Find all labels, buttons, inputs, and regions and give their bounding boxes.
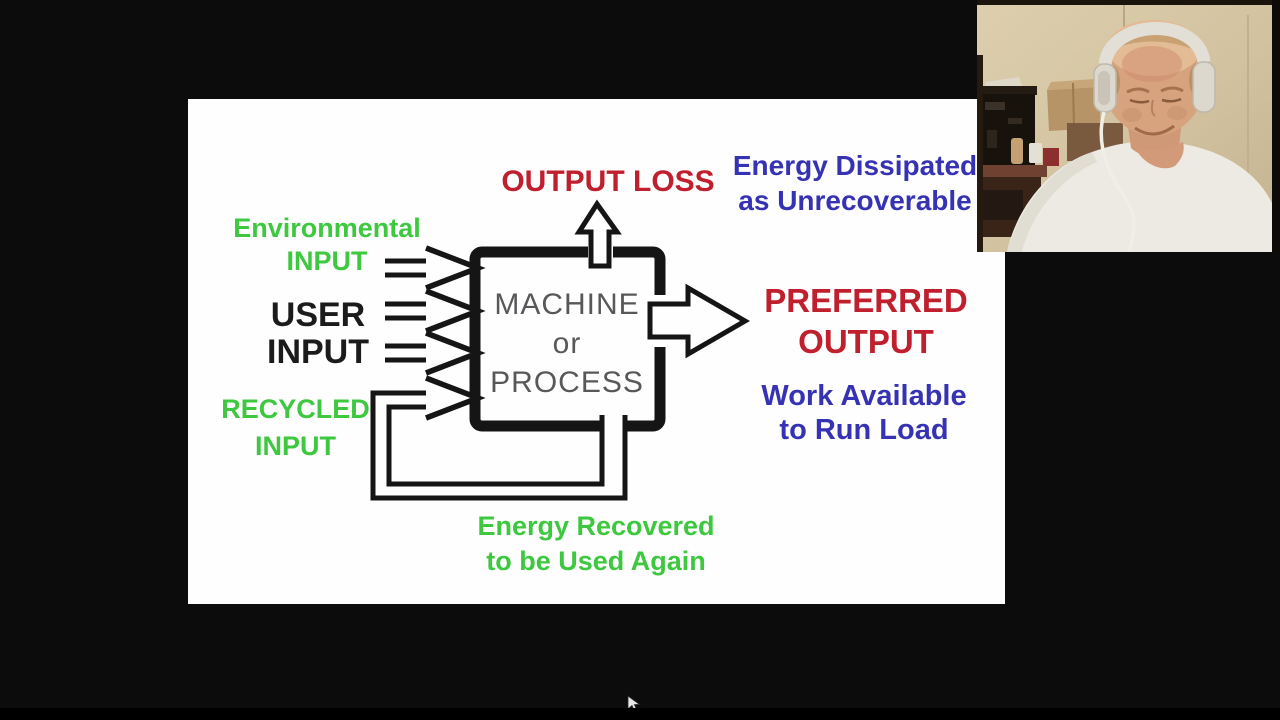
- output-loss-arrow: [574, 199, 622, 269]
- label-preferred-output: PREFERRED OUTPUT: [741, 280, 991, 362]
- work-line1: Work Available: [761, 380, 967, 412]
- webcam-scene: [977, 0, 1280, 252]
- input-arrows: [385, 245, 486, 421]
- machine-line1: MACHINE: [494, 288, 640, 321]
- label-user-input: USER INPUT: [233, 297, 403, 371]
- headphone-band: [1098, 22, 1211, 66]
- recycled-line2: INPUT: [255, 431, 336, 461]
- user-line1: USER: [270, 296, 366, 334]
- user-line2: INPUT: [267, 333, 369, 371]
- label-recycled-input: RECYCLED INPUT: [203, 391, 388, 465]
- smile: [1134, 124, 1175, 136]
- webcam-top-edge: [977, 0, 1280, 5]
- recycle-loop: [370, 390, 628, 501]
- label-machine-process: MACHINE or PROCESS: [487, 285, 647, 402]
- machine-line2: or: [552, 327, 582, 360]
- preferred-output-arrow: [647, 283, 750, 359]
- slide-canvas: [188, 99, 1005, 604]
- recovered-line2: to be Used Again: [486, 546, 706, 576]
- label-work-available: Work Available to Run Load: [739, 379, 989, 447]
- label-energy-recovered: Energy Recovered to be Used Again: [451, 509, 741, 579]
- recycled-input-arrow: [425, 375, 486, 421]
- room-shelf-clutter: [977, 55, 1123, 252]
- environmental-input-arrow: [385, 245, 486, 291]
- machine-line3: PROCESS: [490, 366, 644, 399]
- user-input-arrow-2: [385, 330, 486, 376]
- preferred-line2: OUTPUT: [798, 323, 934, 360]
- webcam-overlay: [977, 0, 1280, 252]
- eyes-downcast: [1129, 98, 1150, 104]
- output-loss-text: OUTPUT LOSS: [501, 165, 715, 198]
- energy-flow-diagram: [370, 199, 750, 501]
- label-environmental-input: Environmental INPUT: [222, 212, 432, 278]
- label-output-loss: OUTPUT LOSS: [468, 165, 748, 199]
- work-line2: to Run Load: [779, 414, 949, 446]
- env-line2: INPUT: [286, 246, 368, 276]
- label-energy-dissipated: Energy Dissipated as Unrecoverable: [730, 148, 980, 218]
- recycled-line1: RECYCLED: [221, 394, 370, 424]
- recovered-line1: Energy Recovered: [477, 511, 715, 541]
- user-input-arrow-1: [385, 288, 486, 334]
- webcam-right-edge: [1272, 0, 1280, 252]
- person: [1007, 20, 1276, 252]
- dissipated-line1: Energy Dissipated: [732, 150, 978, 181]
- letterbox-bottom-bar: [0, 708, 1280, 720]
- dissipated-line2: as Unrecoverable: [738, 185, 972, 216]
- preferred-line1: PREFERRED: [764, 282, 968, 319]
- env-line1: Environmental: [233, 213, 421, 243]
- headphone-cup-right: [1192, 61, 1216, 113]
- headphone-cable: [1099, 111, 1136, 252]
